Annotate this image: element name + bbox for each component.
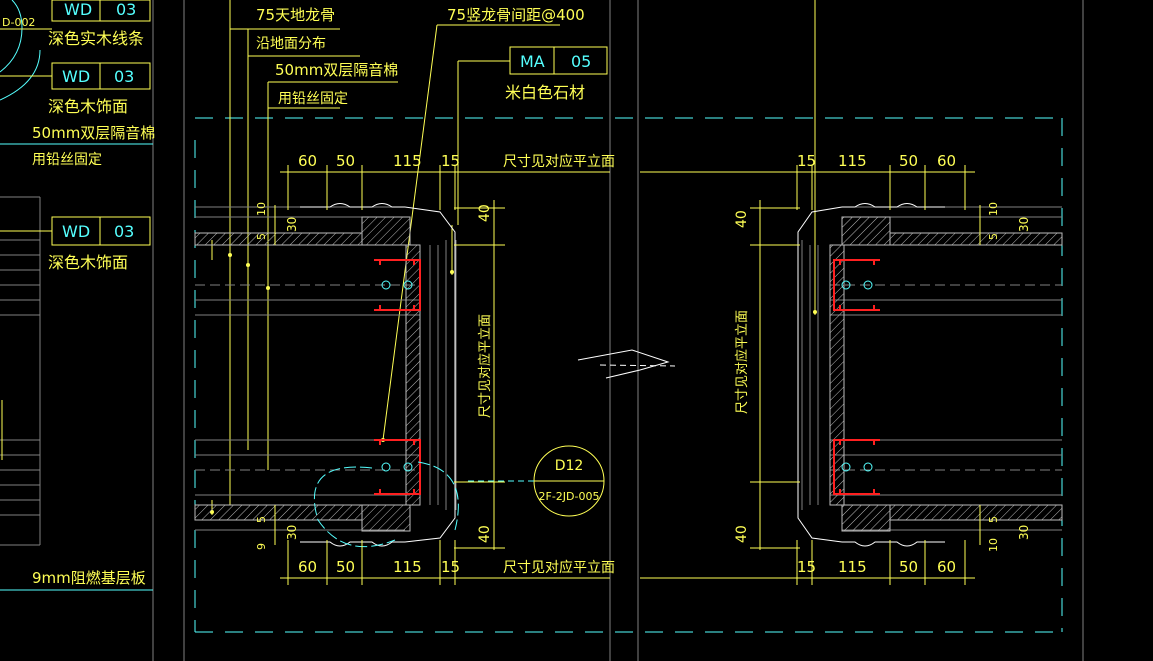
leader-dots	[210, 253, 817, 514]
note-floor-distribution: 沿地面分布	[256, 36, 326, 52]
tag-wd03-wood-veneer-1	[0, 62, 151, 90]
dim-30-left-bottom: 30	[285, 525, 299, 540]
tag-description: 深色实木线条	[48, 29, 144, 48]
dim-115-top-left: 115	[393, 152, 422, 170]
detail-number: D12	[555, 458, 584, 474]
dim-see-elevation-right-vertical: 尺寸见对应平立面	[734, 310, 750, 414]
dim-see-elevation-top-left: 尺寸见对应平立面	[503, 153, 615, 170]
detail-sheet: 2F-2JD-005	[539, 490, 600, 503]
dim-see-elevation-left-vertical: 尺寸见对应平立面	[477, 314, 493, 418]
tag-number: 05	[571, 52, 591, 71]
dim-10-left-top: 10	[255, 202, 268, 216]
dim-60-bottom-right: 60	[937, 558, 956, 576]
dim-60-bottom-left: 60	[298, 558, 317, 576]
note-insulation: 50mm双层隔音棉	[275, 61, 398, 79]
dim-40-left-bottom: 40	[477, 525, 493, 543]
dim-10-right-bottom: 10	[987, 538, 1000, 552]
tag-description: 深色木饰面	[48, 97, 128, 116]
dim-5-left-bottom: 5	[255, 516, 268, 523]
dim-5-left-top: 5	[255, 233, 268, 240]
dim-50-top-right: 50	[899, 152, 918, 170]
dim-50-top-left: 50	[336, 152, 355, 170]
note-wire-fixed: 用铅丝固定	[278, 91, 348, 107]
leader-lines	[211, 0, 816, 515]
tag-code: WD	[62, 222, 90, 241]
dim-40-left-top: 40	[477, 204, 493, 222]
tag-number: 03	[116, 0, 136, 19]
frame-lines	[152, 0, 1084, 661]
dim-60-top-right: 60	[937, 152, 956, 170]
left-note-fire-board: 9mm阻燃基层板	[32, 569, 146, 587]
note-vertical-keel: 75竖龙骨间距@400	[447, 6, 585, 24]
left-strip: D-002	[0, 0, 153, 591]
tag-number: 03	[114, 67, 134, 86]
dim-10-right-top: 10	[987, 202, 1000, 216]
dim-15-top-left: 15	[441, 152, 460, 170]
dim-30-right-bottom: 30	[1017, 525, 1031, 540]
dim-30-left-top: 30	[285, 217, 299, 232]
dim-115-top-right: 115	[838, 152, 867, 170]
dim-115-bottom-right: 115	[838, 558, 867, 576]
tag-ma05-stone	[509, 46, 608, 75]
dim-5-right-top: 5	[987, 233, 1000, 240]
dim-5-right-bottom: 5	[987, 516, 1000, 523]
dim-40-right-top: 40	[734, 210, 750, 228]
dim-60-top-left: 60	[298, 152, 317, 170]
dim-50-bottom-left: 50	[336, 558, 355, 576]
left-wall-section	[194, 203, 459, 548]
dim-115-bottom-left: 115	[393, 558, 422, 576]
tag-wd03-wood-veneer-2	[51, 216, 151, 246]
dim-15-bottom-right: 15	[797, 558, 816, 576]
break-line	[577, 349, 676, 379]
cut-reference: D-002	[2, 16, 35, 29]
tag-description: 米白色石材	[505, 83, 585, 102]
note-floor-keel: 75天地龙骨	[256, 6, 335, 24]
left-note-wire-fixed: 用铅丝固定	[32, 152, 102, 168]
dim-50-bottom-right: 50	[899, 558, 918, 576]
dim-15-bottom-left: 15	[441, 558, 460, 576]
dim-15-top-right: 15	[797, 152, 816, 170]
left-note-insulation: 50mm双层隔音棉	[32, 124, 155, 142]
tag-code: WD	[64, 0, 92, 19]
tag-code: WD	[62, 67, 90, 86]
dim-40-right-bottom: 40	[734, 525, 750, 543]
tag-description: 深色木饰面	[48, 253, 128, 272]
tag-code: MA	[520, 52, 545, 71]
right-wall-section	[797, 203, 1063, 547]
tag-wd03-solid-wood	[51, 0, 151, 22]
dim-see-elevation-bottom-left: 尺寸见对应平立面	[503, 559, 615, 576]
dim-30-right-top: 30	[1017, 217, 1031, 232]
dimension-lines	[274, 165, 981, 585]
tag-number: 03	[114, 222, 134, 241]
detail-callout	[468, 445, 605, 517]
dim-9-left-bottom: 9	[255, 543, 268, 550]
dashed-room-outline	[194, 117, 1063, 633]
